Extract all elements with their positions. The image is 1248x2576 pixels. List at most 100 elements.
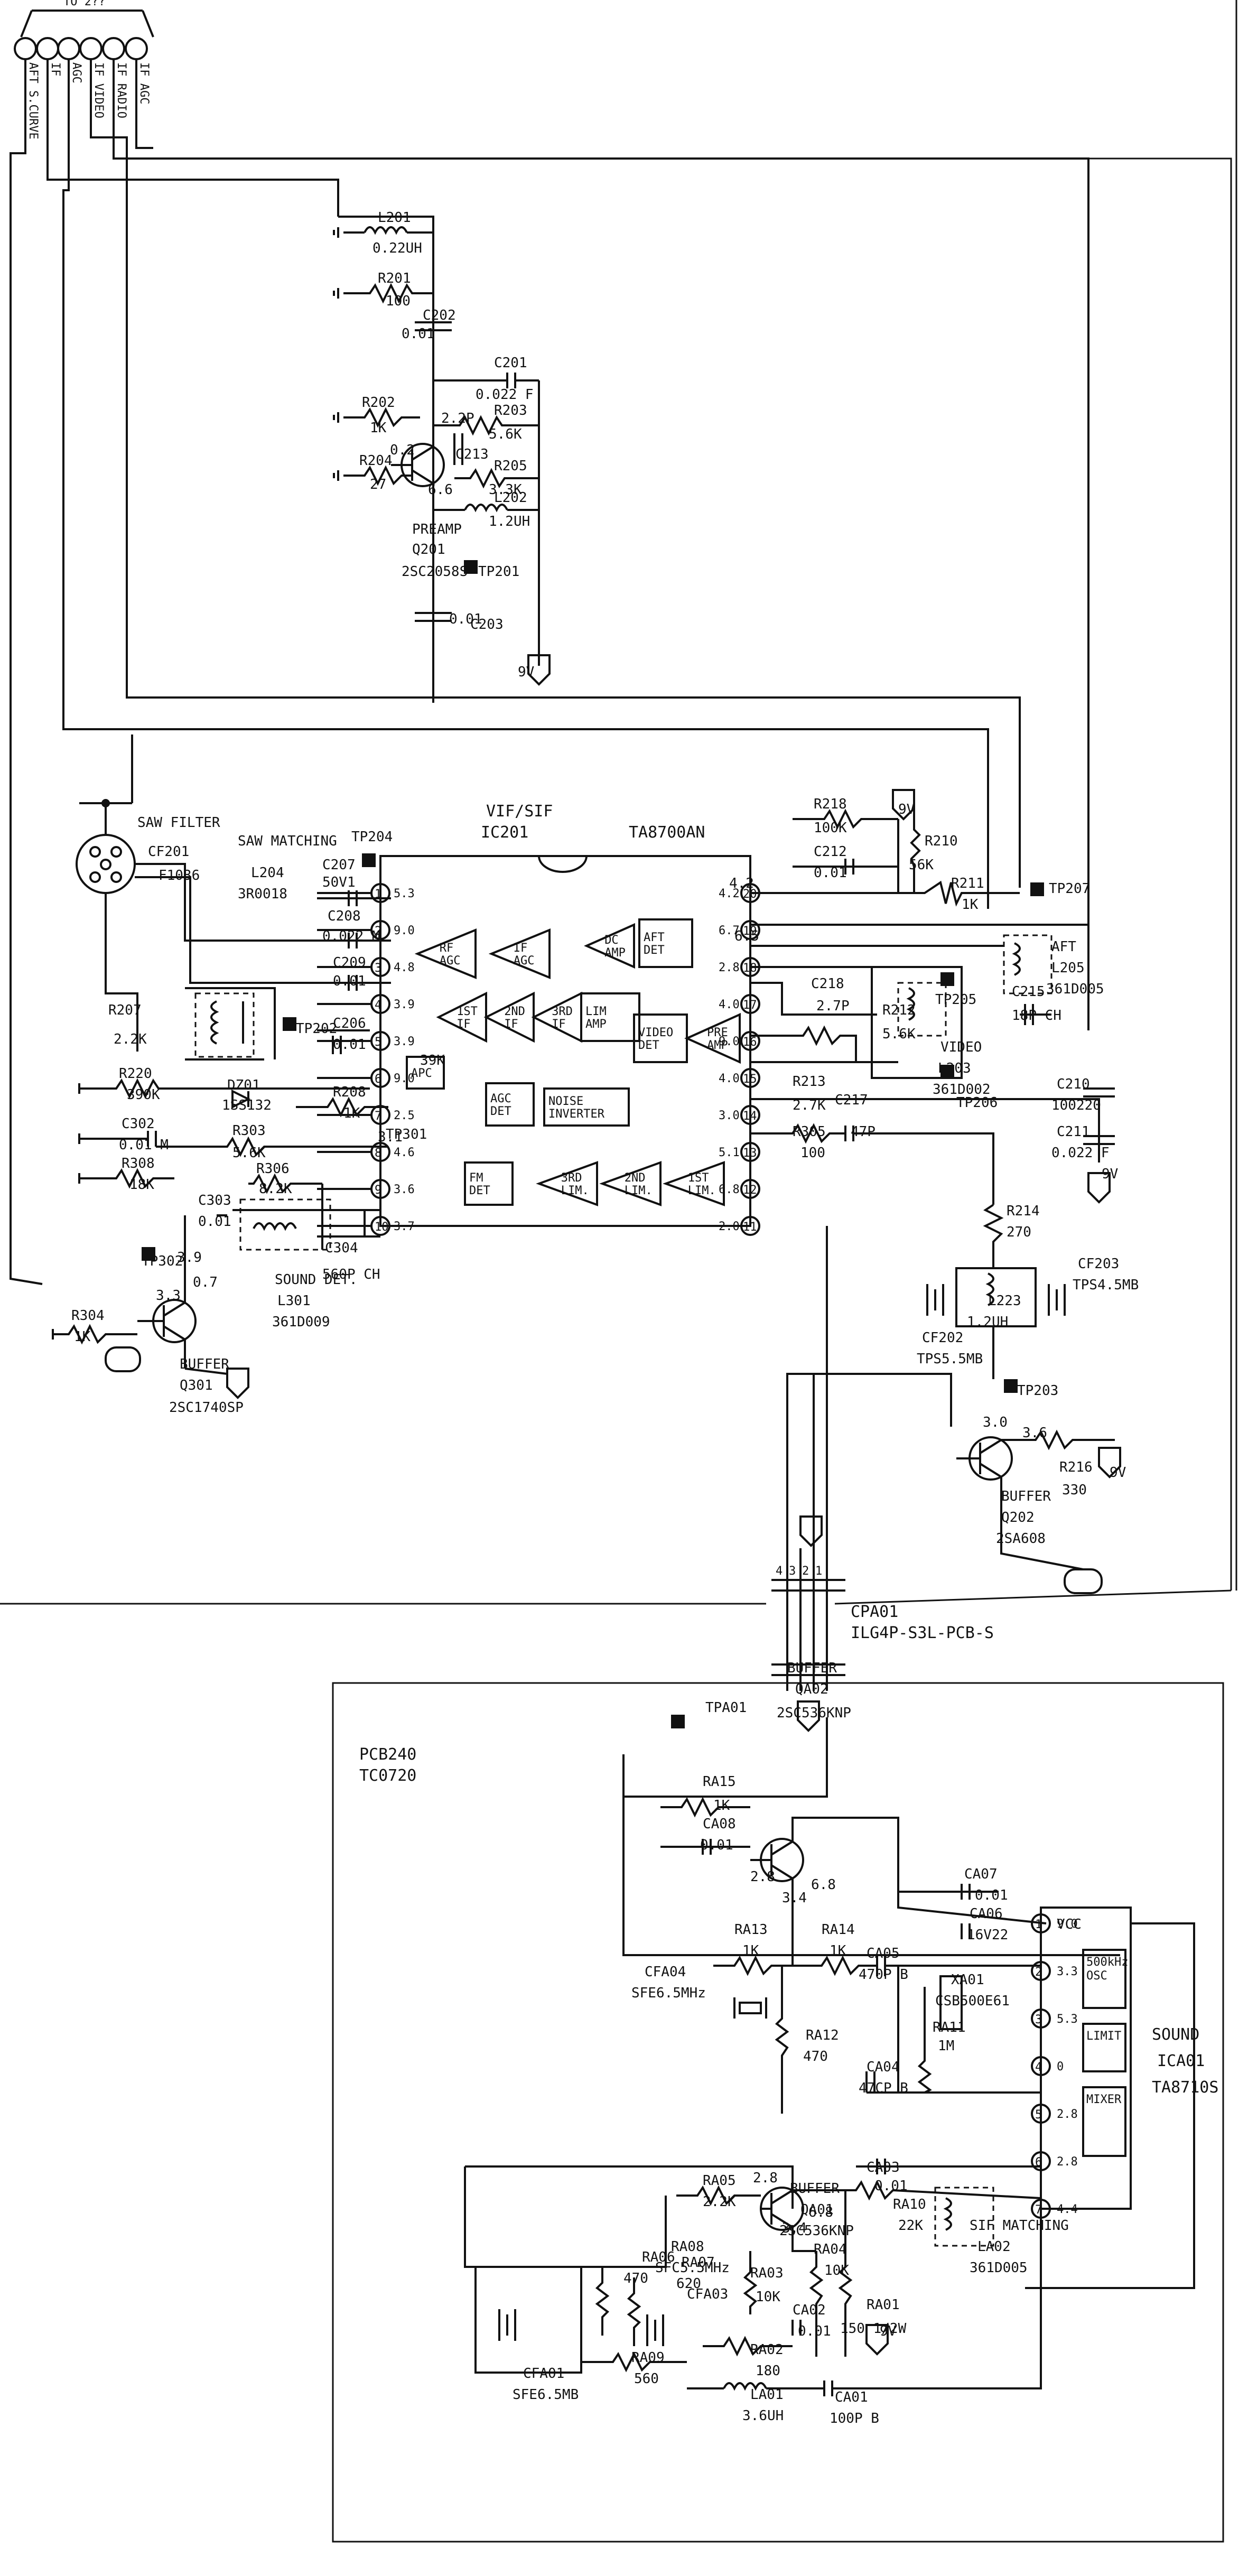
component-label: C210	[1057, 1076, 1090, 1092]
component-label: 9V	[518, 664, 534, 680]
component-label: L204	[251, 865, 284, 881]
ic-input-wires	[52, 853, 391, 1399]
component-label: 1M	[938, 2038, 954, 2054]
component-label: 3.1	[378, 1129, 403, 1145]
sound-ic-pin-voltage: 0	[1057, 2060, 1064, 2073]
component-label: 3.4	[782, 1890, 807, 1906]
component-label: 1SS132	[222, 1098, 272, 1113]
component-label: R210	[925, 833, 958, 849]
component-label: 0.022 M	[322, 928, 380, 944]
component-label: CF202	[922, 1330, 963, 1346]
sound-ic-function: SOUND	[1152, 2025, 1199, 2044]
component-label: 18K	[129, 1177, 154, 1193]
sound-ic-pin	[1031, 1913, 1051, 1933]
component-label: 3.6UH	[742, 2408, 784, 2424]
ic201-block-label: 3RD	[561, 1171, 582, 1185]
connector-pin-label: AFT S.CURVE	[26, 62, 40, 140]
component-label: 100	[800, 1145, 825, 1161]
component-label: TP202	[296, 1021, 337, 1037]
ic201-block-label: PRE	[707, 1026, 728, 1039]
sound-ic-pin	[1031, 2008, 1051, 2029]
ic201-block-label: DET	[644, 944, 665, 957]
connector-pin-label: AGC	[70, 62, 83, 83]
ic201-block-label: IF	[457, 1018, 471, 1031]
component-label: TPS5.5MB	[917, 1351, 983, 1367]
component-label: C203	[470, 617, 504, 633]
component-label: SFE6.5MHz	[631, 1985, 706, 2001]
cpa01-ref: CPA01	[851, 1603, 898, 1621]
component-label: 470	[803, 2049, 828, 2064]
component-label: 2.2P	[441, 411, 474, 426]
sound-ic-pin-voltage: 5.3	[1057, 2013, 1078, 2026]
component-label: C215	[1012, 984, 1045, 1000]
component-label: 6.8	[808, 2205, 833, 2220]
component-label: TPA01	[705, 1700, 747, 1716]
component-label: 0.01	[975, 1887, 1008, 1903]
ic201-pin-voltage: 3.9	[394, 1035, 415, 1048]
component-label: TP302	[142, 1253, 183, 1269]
lower-board-ref: PCB240	[359, 1745, 416, 1764]
ic201-block-label: LIM.	[625, 1184, 653, 1197]
component-label: C212	[814, 844, 847, 860]
ic201-block-label: AGC	[514, 954, 535, 968]
component-label: DZ01	[227, 1077, 260, 1093]
ic201-block-label: DC	[604, 934, 619, 947]
component-label: 3.4	[782, 2220, 807, 2236]
component-label: R216	[1059, 1459, 1093, 1475]
ic201-pin-voltage: 9.0	[394, 924, 415, 937]
component-label: C303	[198, 1193, 231, 1208]
ic201-pin-number: 16	[743, 1036, 757, 1049]
ic201-block-label: LIM.	[561, 1184, 589, 1197]
component-label: 180	[756, 2363, 780, 2379]
component-label: 0.01	[333, 1037, 366, 1053]
component-label: C302	[122, 1116, 155, 1132]
sound-ic-block-label: LIMIT	[1086, 2030, 1121, 2043]
component-label: RA04	[814, 2242, 847, 2257]
connector-pin-label: IF AGC	[137, 62, 151, 104]
component-label: 2SC2058S	[402, 564, 468, 580]
ic201-pin-voltage: 2.5	[394, 1109, 415, 1122]
component-label: 390K	[127, 1087, 160, 1103]
component-label: QA02	[795, 1681, 828, 1697]
component-label: R207	[108, 1002, 142, 1018]
ic201-pin-number: 5	[375, 1036, 381, 1049]
component-label: C201	[494, 355, 527, 371]
component-label: 470P B	[859, 1967, 908, 1983]
component-label: R205	[494, 458, 527, 474]
cpa01-pin-number: 1	[815, 1565, 822, 1578]
component-label: TP204	[351, 829, 393, 845]
component-label: 0.7	[193, 1275, 218, 1290]
sound-ic-pin	[1031, 2056, 1051, 2076]
component-label: 1K	[343, 1105, 360, 1121]
component-label: L201	[378, 210, 411, 226]
component-label: 1K	[830, 1943, 846, 1959]
ic201-block	[599, 1161, 662, 1206]
component-label: BUFFER	[1001, 1489, 1051, 1504]
ic201-pin	[740, 1216, 760, 1236]
component-label: 0.01	[333, 973, 366, 989]
component-label: CF203	[1078, 1256, 1119, 1272]
ic201-block-label: DET	[469, 1184, 490, 1197]
component-label: 4.2	[729, 876, 754, 891]
component-label: RA02	[750, 2342, 784, 2358]
ic201-block-label: 3RD	[552, 1005, 573, 1018]
ic201-block-label: 1ST	[688, 1171, 709, 1185]
sound-ic-pin-number: 1	[1035, 1918, 1042, 1931]
component-label: 2SA608	[996, 1531, 1046, 1547]
cpa01-pin-number: 3	[789, 1565, 796, 1578]
ic201-block	[485, 1082, 535, 1127]
component-label: L205	[1051, 960, 1085, 976]
component-label: XA01	[951, 1972, 984, 1988]
component-label: R308	[122, 1156, 155, 1171]
ic201-block	[684, 1012, 741, 1064]
component-label: R203	[494, 403, 527, 419]
component-label: 2.2K	[114, 1031, 147, 1047]
ic201-pin	[740, 1142, 760, 1162]
component-label: 10K	[824, 2263, 849, 2279]
ic201-pin-number: 20	[743, 888, 757, 901]
ic201-pin-number: 10	[375, 1221, 389, 1234]
sound-ic-block-label: MIXER	[1086, 2093, 1122, 2106]
component-label: C202	[423, 308, 456, 323]
